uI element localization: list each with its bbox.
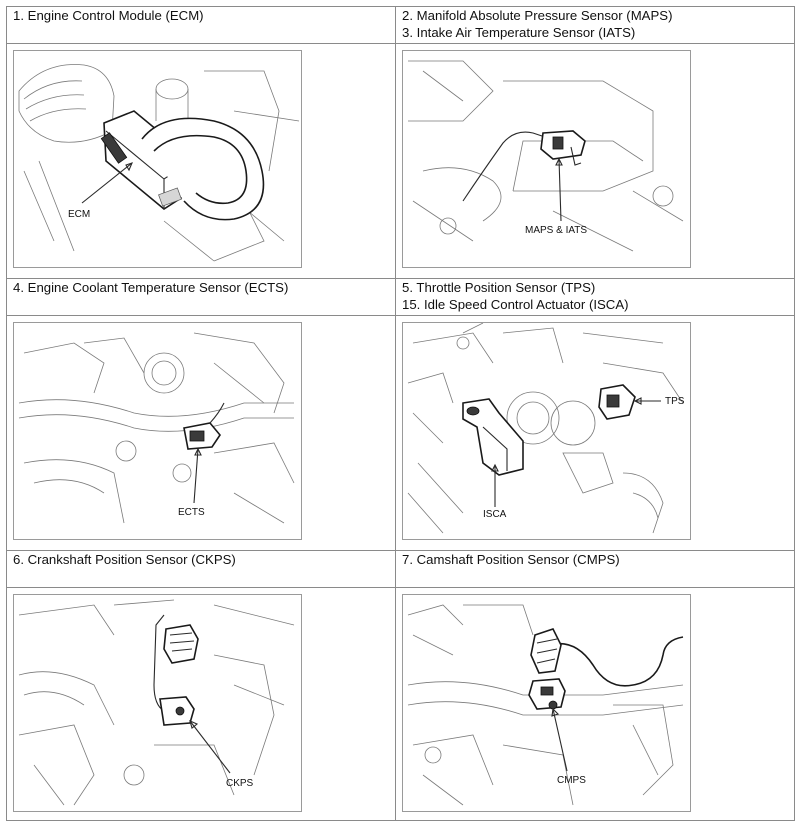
- tps-isca-illustration: TPS ISCA: [402, 322, 691, 540]
- cell-header-ckps: 6. Crankshaft Position Sensor (CKPS): [6, 550, 396, 588]
- header-line: 3. Intake Air Temperature Sensor (IATS): [402, 25, 636, 40]
- callout-maps-iats: MAPS & IATS: [525, 225, 587, 236]
- header-row-3: 6. Crankshaft Position Sensor (CKPS) 7. …: [6, 550, 795, 588]
- callout-ects: ECTS: [178, 507, 205, 518]
- cell-header-tps-isca: 5. Throttle Position Sensor (TPS) 15. Id…: [395, 278, 795, 316]
- cell-header-ects: 4. Engine Coolant Temperature Sensor (EC…: [6, 278, 396, 316]
- callout-ckps: CKPS: [226, 778, 254, 789]
- cell-image-tps-isca: TPS ISCA: [395, 315, 795, 551]
- callout-cmps: CMPS: [557, 775, 586, 786]
- header-row-1: 1. Engine Control Module (ECM) 2. Manifo…: [6, 6, 795, 44]
- maps-iats-illustration: MAPS & IATS: [402, 50, 691, 268]
- header-line: 6. Crankshaft Position Sensor (CKPS): [13, 552, 236, 567]
- callout-isca: ISCA: [483, 509, 507, 520]
- cell-image-maps-iats: MAPS & IATS: [395, 43, 795, 279]
- callout-ecm: ECM: [68, 209, 90, 220]
- image-row-1: ECM: [6, 43, 795, 279]
- cell-image-ckps: CKPS: [6, 587, 396, 821]
- cell-image-ects: ECTS: [6, 315, 396, 551]
- header-line: 5. Throttle Position Sensor (TPS): [402, 280, 596, 295]
- header-line: 7. Camshaft Position Sensor (CMPS): [402, 552, 620, 567]
- image-row-3: CKPS: [6, 587, 795, 821]
- cell-image-ecm: ECM: [6, 43, 396, 279]
- header-row-2: 4. Engine Coolant Temperature Sensor (EC…: [6, 278, 795, 316]
- image-row-2: ECTS: [6, 315, 795, 551]
- cell-image-cmps: CMPS: [395, 587, 795, 821]
- header-line: 2. Manifold Absolute Pressure Sensor (MA…: [402, 8, 673, 23]
- cell-header-ecm: 1. Engine Control Module (ECM): [6, 6, 396, 44]
- cmps-illustration: CMPS: [402, 594, 691, 812]
- sensor-location-table: 1. Engine Control Module (ECM) 2. Manifo…: [6, 6, 795, 821]
- ckps-illustration: CKPS: [13, 594, 302, 812]
- cell-header-cmps: 7. Camshaft Position Sensor (CMPS): [395, 550, 795, 588]
- cell-header-maps-iats: 2. Manifold Absolute Pressure Sensor (MA…: [395, 6, 795, 44]
- header-line: 15. Idle Speed Control Actuator (ISCA): [402, 297, 629, 312]
- ecm-illustration: ECM: [13, 50, 302, 268]
- callout-tps: TPS: [665, 396, 685, 407]
- header-line: 1. Engine Control Module (ECM): [13, 8, 204, 23]
- header-line: 4. Engine Coolant Temperature Sensor (EC…: [13, 280, 289, 295]
- ects-illustration: ECTS: [13, 322, 302, 540]
